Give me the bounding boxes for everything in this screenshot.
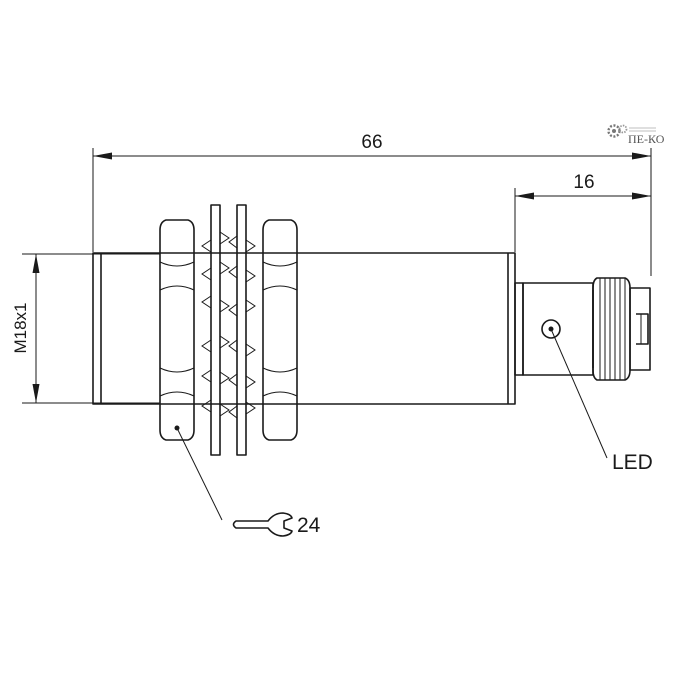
- hex-nut-right: [262, 219, 298, 441]
- dimension-overall-length: 66: [92, 132, 652, 276]
- dimension-overall-length-label: 66: [361, 132, 382, 153]
- company-logo: ПЕ-КО: [607, 124, 665, 146]
- callout-led-label: LED: [612, 451, 653, 474]
- lock-washer-right: [228, 204, 256, 456]
- callout-wrench-label: 24: [297, 514, 321, 537]
- dimension-thread: M18x1: [11, 253, 160, 404]
- sensor-body: [92, 252, 516, 405]
- callout-wrench: 24: [176, 427, 321, 537]
- callout-led: LED: [550, 328, 653, 474]
- lock-washer-left: [201, 204, 230, 456]
- wrench-icon: [232, 512, 293, 537]
- hex-nut-left: [159, 219, 195, 441]
- connector: [514, 277, 651, 381]
- dimension-connector-length-label: 16: [573, 172, 594, 193]
- led-indicator: [541, 319, 561, 339]
- dimension-connector-length: 16: [514, 172, 651, 252]
- logo-text: ПЕ-КО: [628, 132, 665, 146]
- dimension-thread-label: M18x1: [11, 302, 30, 353]
- gear-icon: [607, 124, 621, 138]
- gear-icon: [618, 124, 628, 134]
